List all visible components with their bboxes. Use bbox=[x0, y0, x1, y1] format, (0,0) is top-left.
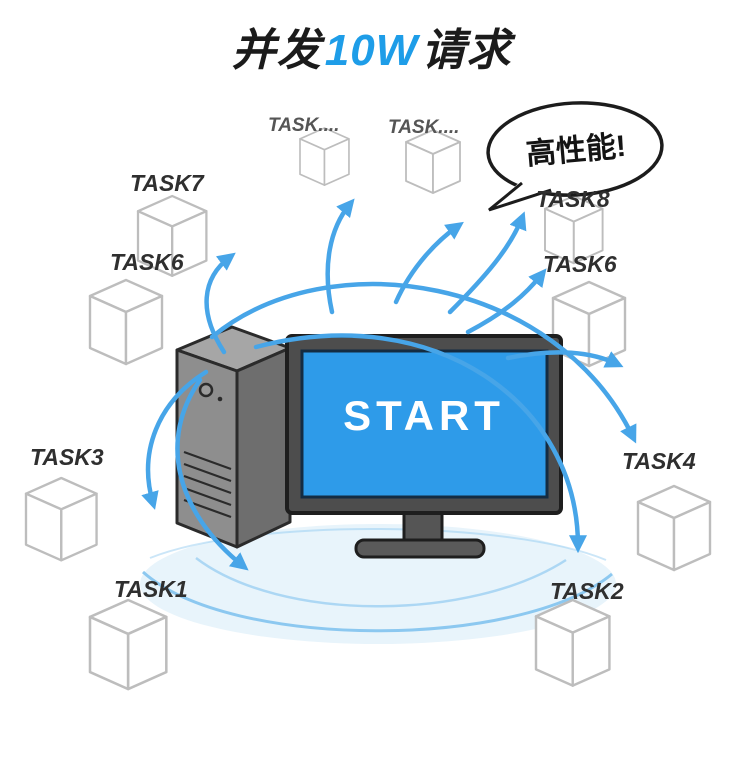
task-label-task6-left: TASK6 bbox=[110, 249, 184, 275]
cube-task-dots-1 bbox=[299, 127, 350, 186]
task-label-dots-1: TASK.... bbox=[268, 115, 339, 136]
tower-side-face bbox=[235, 346, 292, 549]
task-label-task8: TASK8 bbox=[536, 186, 610, 212]
halo-rings bbox=[142, 528, 613, 633]
tower-front-face bbox=[175, 348, 239, 549]
monitor: START bbox=[285, 334, 563, 559]
cube-task-dots-2 bbox=[405, 129, 461, 194]
page-title: 并发10W请求 bbox=[0, 14, 743, 78]
task-label-task7: TASK7 bbox=[130, 170, 205, 196]
indicator-led bbox=[217, 396, 223, 402]
cube-task3 bbox=[24, 476, 98, 562]
task-label-task4: TASK4 bbox=[622, 448, 696, 474]
task-label-task3: TASK3 bbox=[30, 444, 104, 470]
task-label-task6-right: TASK6 bbox=[543, 251, 617, 277]
speech-bubble-body bbox=[486, 101, 664, 197]
vent-lines bbox=[183, 450, 232, 519]
request-arrows bbox=[141, 198, 637, 571]
task-label-task2: TASK2 bbox=[550, 578, 624, 604]
task-label-task1: TASK1 bbox=[114, 576, 188, 602]
request-arrow bbox=[175, 377, 249, 571]
halo-ring-arc bbox=[142, 570, 613, 633]
speech-bubble-tail-outline bbox=[488, 181, 552, 212]
title-suffix: 请求 bbox=[421, 26, 512, 75]
request-arrow bbox=[325, 198, 355, 315]
monitor-stand-base bbox=[354, 538, 486, 559]
task-labels: TASK.... TASK.... TASK7 TASK8 TASK6 TASK… bbox=[30, 115, 696, 604]
start-label: START bbox=[343, 392, 505, 439]
cube-task4 bbox=[636, 484, 712, 572]
speech-bubble: 高性能! bbox=[486, 101, 664, 212]
computer-tower bbox=[175, 325, 292, 549]
cube-task1 bbox=[88, 598, 168, 691]
request-arrow bbox=[465, 268, 547, 335]
monitor-screen bbox=[300, 349, 549, 499]
task-label-dots-2: TASK.... bbox=[388, 117, 459, 138]
halo-glow bbox=[140, 524, 616, 644]
request-arrow bbox=[204, 252, 236, 355]
halo-ring-arc bbox=[195, 557, 567, 608]
title-highlight: 10W bbox=[324, 26, 419, 75]
request-arrow bbox=[447, 211, 527, 315]
request-arrow bbox=[253, 333, 587, 554]
request-arrow bbox=[209, 281, 637, 444]
request-arrow bbox=[141, 369, 209, 510]
power-button bbox=[198, 382, 214, 398]
request-arrow bbox=[393, 221, 464, 305]
request-arrow bbox=[505, 350, 624, 368]
cube-task2 bbox=[534, 598, 611, 687]
speech-bubble-tail bbox=[489, 180, 551, 210]
title-prefix: 并发 bbox=[231, 26, 322, 75]
cube-task6-left bbox=[88, 278, 164, 366]
halo-ring-arc bbox=[149, 528, 607, 561]
